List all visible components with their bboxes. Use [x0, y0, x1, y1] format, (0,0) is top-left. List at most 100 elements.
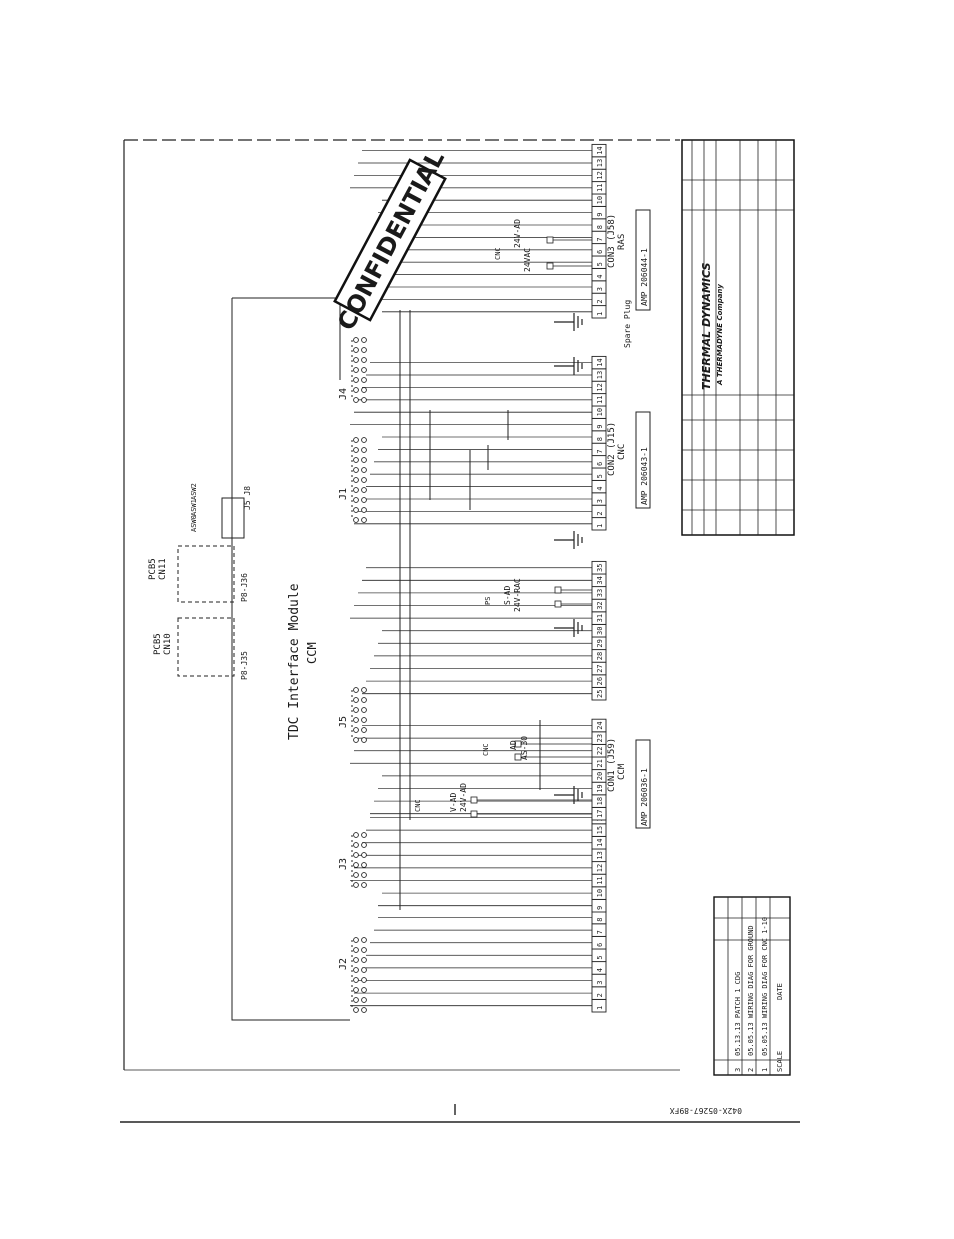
terminal-pin-label: 14: [596, 839, 604, 847]
terminal-pin-label: 13: [596, 851, 604, 859]
terminal-pin-label: 8: [596, 918, 604, 922]
terminal-pin-label: 14: [596, 146, 604, 154]
sig4-line0: 24V-AD: [513, 219, 522, 248]
rev-text-0: 05.13.13 PATCH 1 CDG: [734, 972, 742, 1056]
ground-symbol: [554, 531, 583, 549]
rev-scale: SCALE: [776, 1051, 784, 1072]
terminal-pin-label: 17: [596, 810, 604, 818]
terminal-pin-label: 25: [596, 690, 604, 698]
jumper-j5-j8: ASW0 ASW1 ASW2 J5 J8: [190, 483, 252, 539]
signals: CNC V-AD 24V-AD CNC AD AS-30 PS S-AD 24V…: [414, 219, 632, 812]
terminal-pin-label: 28: [596, 652, 604, 660]
terminal-pin-label: 7: [596, 449, 604, 453]
terminal-pin-label: 11: [596, 184, 604, 192]
ground-symbol: [554, 786, 583, 804]
sig3-tag: PS: [484, 597, 492, 605]
terminal-pin-label: 8: [596, 225, 604, 229]
ground-symbol: [554, 357, 583, 375]
pcb-cn10-foot: P8-J35: [240, 651, 249, 680]
ground-symbol: [554, 619, 583, 637]
jumper-foot: J5 J8: [243, 486, 252, 510]
wiring: [350, 150, 592, 1007]
jumper-label-1: ASW1: [190, 499, 198, 516]
sig2-line1: AS-30: [520, 736, 529, 760]
sig4-line1: 24VAC: [523, 248, 532, 272]
module-subtitle: CCM: [305, 642, 319, 664]
thermal-dynamics-logo: THERMAL DYNAMICS A THERMADYNE Company: [700, 262, 724, 390]
terminal-pin-label: 21: [596, 759, 604, 767]
terminal-pin-label: 1: [596, 312, 604, 316]
terminal-pin-label: 3: [596, 287, 604, 291]
rev-mark-1: 2: [747, 1068, 755, 1072]
con3-sub: RAS: [617, 234, 627, 250]
terminal-pin-label: 19: [596, 784, 604, 792]
terminal-pin-label: 3: [596, 499, 604, 503]
jumper-label-0: ASW0: [190, 515, 198, 532]
terminal-pin-label: 1: [596, 1006, 604, 1010]
terminal-pin-label: 29: [596, 639, 604, 647]
terminal-pin-label: 30: [596, 627, 604, 635]
sig3-line1: 24V-RAC: [513, 578, 522, 612]
terminal-pin-label: 11: [596, 396, 604, 404]
con2-part: AMP 206043-1: [640, 447, 649, 505]
header-pins: [351, 687, 367, 743]
terminal-pin-label: 27: [596, 664, 604, 672]
pcb-cn11-sub: CN11: [158, 558, 168, 580]
terminal-pin-label: 4: [596, 968, 604, 972]
header-connectors: J1 J2 J3 J4 J5: [338, 388, 349, 970]
logo-brand: THERMAL DYNAMICS: [700, 262, 713, 390]
terminal-pin-label: 5: [596, 262, 604, 266]
pcb-cn10: PCB5 CN10 P8-J35: [153, 617, 249, 680]
pcb-cn11-foot: P8-J36: [240, 573, 249, 602]
terminal-block: 910111213141516: [591, 810, 607, 913]
ground-symbols: [554, 313, 583, 804]
terminal-pin-label: 12: [596, 171, 604, 179]
sig4-tag: CNC: [494, 247, 502, 260]
sig2-tag: CNC: [482, 743, 490, 756]
terminal-pin-label: 24: [596, 721, 604, 729]
confidential-text: CONFIDENTIAL: [332, 146, 450, 335]
document-number: 042X-05267-89FX: [670, 1106, 742, 1115]
terminal-pin-label: 9: [596, 906, 604, 910]
terminal-pin-label: 8: [596, 437, 604, 441]
rev-mark-2: 1: [761, 1068, 769, 1072]
header-j4: J4: [338, 388, 349, 400]
ground-symbol: [554, 313, 583, 331]
revision-block: 3 05.13.13 PATCH 1 CDG 2 05.05.13 WIRING…: [713, 896, 791, 1076]
terminal-pin-label: 15: [596, 826, 604, 834]
terminal-pin-label: 5: [596, 474, 604, 478]
terminal-pin-label: 9: [596, 213, 604, 217]
sig1-line1: 24V-AD: [459, 783, 468, 812]
terminal-pin-label: 7: [596, 237, 604, 241]
title-block: THERMAL DYNAMICS A THERMADYNE Company: [681, 139, 795, 536]
confidential-stamp: CONFIDENTIAL: [332, 146, 450, 335]
header-j5: J5: [338, 716, 349, 728]
terminal-pin-label: 14: [596, 358, 604, 366]
rev-date: DATE: [776, 983, 784, 1000]
con2: CON2 (J15) CNC AMP 206043-1: [607, 411, 651, 509]
con3-part: AMP 206044-1: [640, 248, 649, 306]
terminal-pin-label: 4: [596, 275, 604, 279]
terminal-pin-label: 2: [596, 993, 604, 997]
con1-name: CON1 (J59): [607, 738, 617, 792]
terminal-pin-label: 2: [596, 299, 604, 303]
con1-sub: CCM: [617, 763, 627, 780]
module-title: TDC Interface Module: [287, 583, 302, 740]
header-pins: [351, 937, 367, 1013]
terminal-pin-label: 4: [596, 487, 604, 491]
terminal-pin-label: 12: [596, 864, 604, 872]
con3-name: CON3 (J58): [607, 214, 617, 268]
terminal-pin-label: 18: [596, 797, 604, 805]
terminal-pin-label: 7: [596, 930, 604, 934]
terminal-pin-label: 6: [596, 250, 604, 254]
terminal-pin-label: 32: [596, 601, 604, 609]
rev-text-2: 05.05.13 WIRING DIAG FOR CNC 1-10: [761, 917, 769, 1056]
terminal-pin-label: 10: [596, 408, 604, 416]
rev-mark-0: 3: [734, 1068, 742, 1072]
header-pins: [351, 437, 367, 523]
terminal-pin-label: 5: [596, 955, 604, 959]
terminal-pin-label: 31: [596, 614, 604, 622]
